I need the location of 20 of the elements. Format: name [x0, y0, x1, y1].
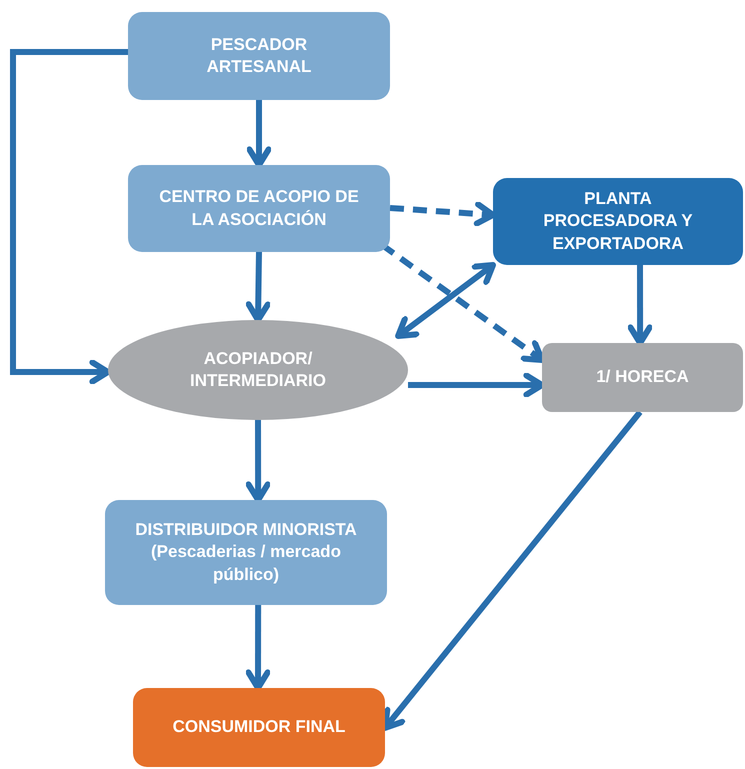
process-box	[542, 343, 743, 412]
process-box	[133, 688, 385, 767]
arrow	[246, 252, 271, 323]
node-label: PLANTA PROCESADORA Y EXPORTADORA	[542, 188, 694, 255]
process-box	[493, 178, 743, 265]
node-label: DISTRIBUIDOR MINORISTA (Pescaderias / mercado público)	[135, 519, 357, 586]
process-box	[128, 12, 390, 100]
node-label: CENTRO DE ACOPIO DE LA ASOCIACIÓN	[158, 186, 360, 230]
arrow	[245, 605, 271, 691]
arrow	[246, 420, 271, 503]
node-label: 1/ HORECA	[596, 366, 689, 388]
process-box	[128, 165, 390, 252]
node-label: ACOPIADOR/ INTERMEDIARIO	[189, 348, 327, 392]
arrow	[10, 49, 128, 385]
arrow	[246, 100, 272, 168]
node-label: PESCADOR ARTESANAL	[206, 34, 312, 78]
process-box	[105, 500, 387, 605]
arrow	[627, 265, 653, 346]
node-label: CONSUMIDOR FINAL	[172, 716, 346, 738]
arrow	[395, 262, 496, 339]
